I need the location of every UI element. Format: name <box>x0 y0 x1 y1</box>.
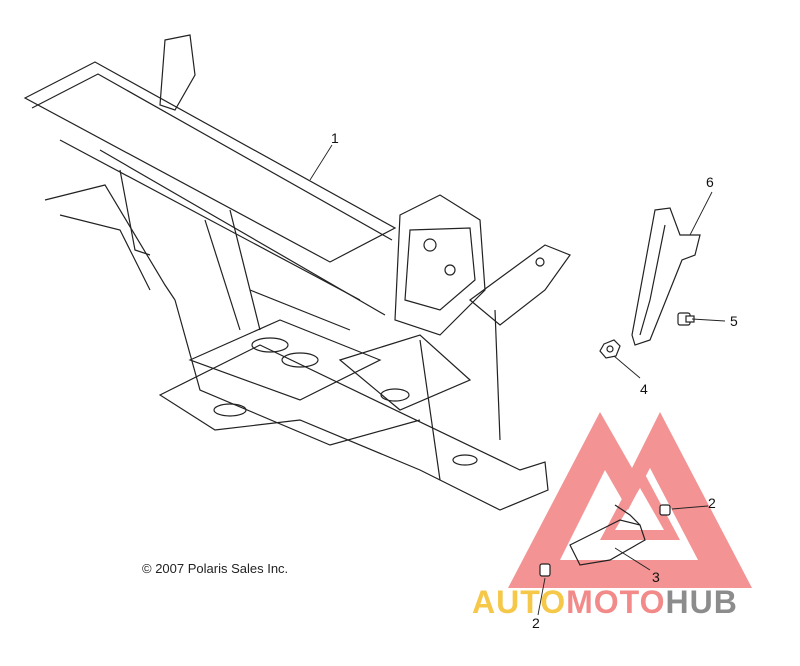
bolt-part <box>677 312 695 326</box>
callout-bolt: 5 <box>730 313 738 329</box>
nut-part <box>599 339 621 359</box>
callout-screw-lower: 2 <box>532 615 540 631</box>
guard-part <box>631 207 701 346</box>
screw-upper-part <box>659 504 671 516</box>
copyright-notice: © 2007 Polaris Sales Inc. <box>142 561 289 576</box>
callout-frame: 1 <box>331 130 339 146</box>
watermark-auto: AUTO <box>472 584 567 620</box>
leader-lines <box>309 144 726 616</box>
callout-nut: 4 <box>640 381 648 397</box>
callout-bracket: 3 <box>652 569 660 585</box>
watermark-wordmark: AUTOMOTOHUB <box>472 584 738 621</box>
callout-guard: 6 <box>706 174 714 190</box>
watermark-hub: HUB <box>665 584 738 620</box>
bracket-part <box>569 504 646 566</box>
screw-lower-part <box>539 563 551 577</box>
frame-assembly <box>23 34 571 511</box>
watermark-logo-icon <box>508 412 752 588</box>
callout-screw-upper: 2 <box>708 495 716 511</box>
watermark-moto: MOTO <box>566 584 666 620</box>
